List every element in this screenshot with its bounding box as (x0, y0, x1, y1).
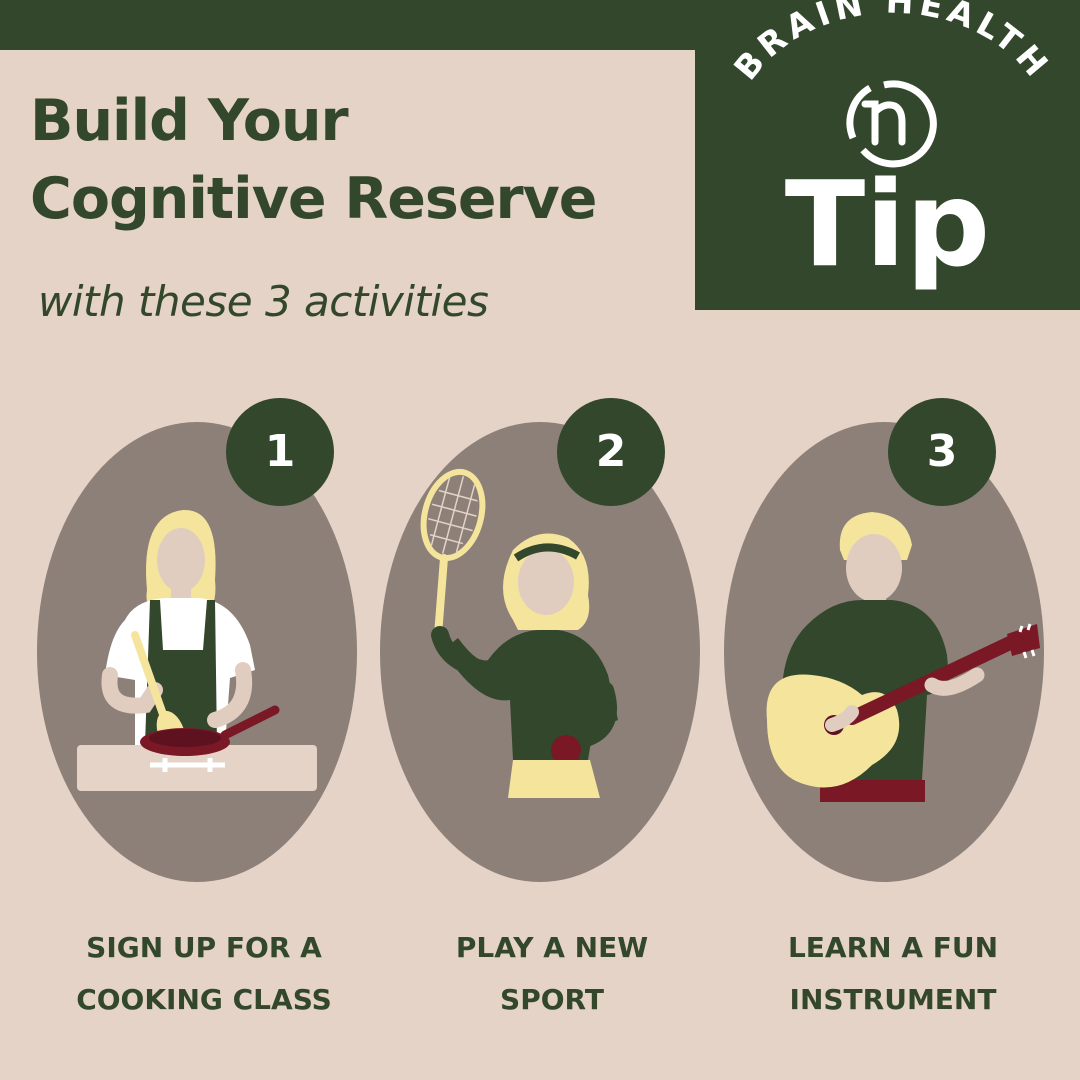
activity-3-caption-line-2: INSTRUMENT (789, 983, 997, 1016)
activity-3-caption: LEARN A FUN INSTRUMENT (723, 922, 1063, 1026)
activity-1-caption-line-2: COOKING CLASS (76, 983, 332, 1016)
tennis-illustration-icon (380, 422, 700, 882)
activity-1-number-badge: 1 (226, 398, 334, 506)
cooking-illustration-icon (37, 422, 357, 882)
activity-3-caption-line-1: LEARN A FUN (787, 931, 999, 964)
activity-2-caption-line-1: PLAY A NEW (455, 931, 649, 964)
activity-1-caption: SIGN UP FOR A COOKING CLASS (34, 922, 374, 1026)
badge-tip-text: Tip (784, 155, 991, 293)
title-line-2: Cognitive Reserve (30, 166, 597, 232)
guitar-illustration-icon (724, 422, 1044, 882)
activity-2-caption: PLAY A NEW SPORT (382, 922, 722, 1026)
activity-2-caption-line-2: SPORT (500, 983, 604, 1016)
title-line-1: Build Your (30, 88, 349, 154)
activity-1-caption-line-1: SIGN UP FOR A (86, 931, 322, 964)
brain-health-tip-badge: BRAIN HEALTH Tip (695, 0, 1080, 310)
badge-arc-text: BRAIN HEALTH (726, 0, 1059, 87)
page-title: Build Your Cognitive Reserve (30, 82, 597, 238)
activity-3-number-badge: 3 (888, 398, 996, 506)
nr-logo-icon (846, 80, 937, 168)
activity-2-number-badge: 2 (557, 398, 665, 506)
page-subtitle: with these 3 activities (38, 277, 489, 326)
badge-graphics: BRAIN HEALTH (726, 0, 1059, 168)
